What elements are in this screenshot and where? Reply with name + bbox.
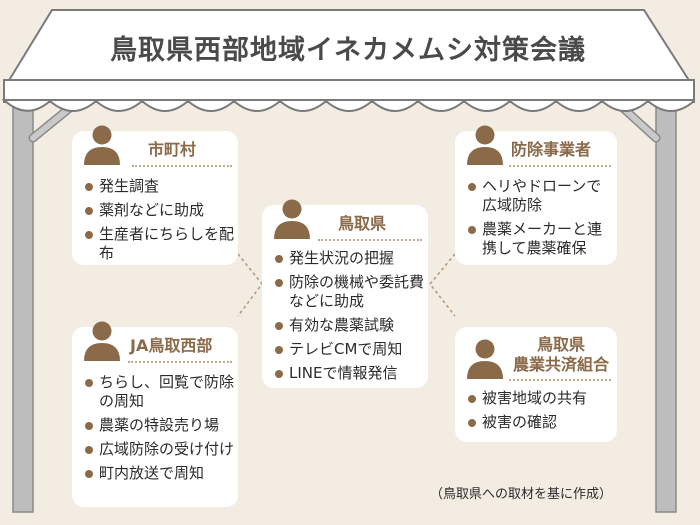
person-icon <box>84 321 120 361</box>
card-divider <box>132 165 232 167</box>
card-tottori-prefecture: 鳥取県 発生状況の把握 防除の機械や委託費などに助成 有効な農薬試験 テレビCM… <box>262 199 428 388</box>
list-item: LINEで情報発信 <box>274 364 424 383</box>
card-title: JA鳥取西部 <box>130 336 212 356</box>
card-municipalities: 市町村 発生調査 薬剤などに助成 生産者にちらしを配布 <box>72 125 238 268</box>
tent-valance <box>3 79 695 103</box>
card-divider <box>128 361 232 363</box>
list-item: ヘリやドローンで広域防除 <box>467 177 613 215</box>
card-divider <box>509 379 611 381</box>
card-title-line: 農業共済組合 <box>512 355 609 374</box>
card-title-line: 防除事業者 <box>511 140 592 159</box>
list-item: 広域防除の受け付け <box>84 440 234 459</box>
person-icon <box>84 125 120 165</box>
card-item-list: ヘリやドローンで広域防除 農薬メーカーと連携して農薬確保 <box>467 177 613 263</box>
card-title-line: JA鳥取西部 <box>130 336 213 355</box>
list-item: 被害地域の共有 <box>467 389 613 408</box>
person-icon <box>467 125 503 165</box>
page-title: 鳥取県西部地域イネカメムシ対策会議 <box>110 35 586 66</box>
card-title-line: 鳥取県 <box>338 214 387 233</box>
card-pest-control-operators: 防除事業者 ヘリやドローンで広域防除 農薬メーカーと連携して農薬確保 <box>455 125 617 265</box>
card-title: 鳥取県 農業共済組合 <box>511 335 611 375</box>
card-item-list: 発生調査 薬剤などに助成 生産者にちらしを配布 <box>84 177 234 268</box>
card-item-list: ちらし、回覧で防除の周知 農薬の特設売り場 広域防除の受け付け 町内放送で周知 <box>84 373 234 488</box>
card-item-list: 発生状況の把握 防除の機械や委託費などに助成 有効な農薬試験 テレビCMで周知 … <box>274 249 424 388</box>
list-item: 町内放送で周知 <box>84 464 234 483</box>
card-title-line: 鳥取県 <box>536 335 585 354</box>
person-icon <box>467 339 503 379</box>
list-item: 農薬の特設売り場 <box>84 416 234 435</box>
list-item: 被害の確認 <box>467 413 613 432</box>
list-item: 防除の機械や委託費などに助成 <box>274 273 424 311</box>
person-icon <box>274 199 310 239</box>
list-item: ちらし、回覧で防除の周知 <box>84 373 234 411</box>
card-item-list: 被害地域の共有 被害の確認 <box>467 389 613 437</box>
card-mutual-aid-association: 鳥取県 農業共済組合 被害地域の共有 被害の確認 <box>455 327 617 442</box>
list-item: 農薬メーカーと連携して農薬確保 <box>467 220 613 258</box>
card-ja-tottori-seibu: JA鳥取西部 ちらし、回覧で防除の周知 農薬の特設売り場 広域防除の受け付け 町… <box>72 321 238 507</box>
list-item: 有効な農薬試験 <box>274 316 424 335</box>
source-credit: （鳥取県への取材を基に作成） <box>430 487 613 502</box>
list-item: 生産者にちらしを配布 <box>84 225 234 263</box>
card-title: 防除事業者 <box>511 140 591 160</box>
list-item: 発生調査 <box>84 177 234 196</box>
card-title: 市町村 <box>148 140 196 160</box>
card-title: 鳥取県 <box>338 214 386 234</box>
list-item: テレビCMで周知 <box>274 340 424 359</box>
card-title-line: 市町村 <box>148 140 197 159</box>
card-divider <box>318 239 422 241</box>
card-divider <box>509 165 611 167</box>
tent-poles <box>12 93 677 513</box>
list-item: 発生状況の把握 <box>274 249 424 268</box>
list-item: 薬剤などに助成 <box>84 201 234 220</box>
tent-scallop <box>1 99 695 112</box>
